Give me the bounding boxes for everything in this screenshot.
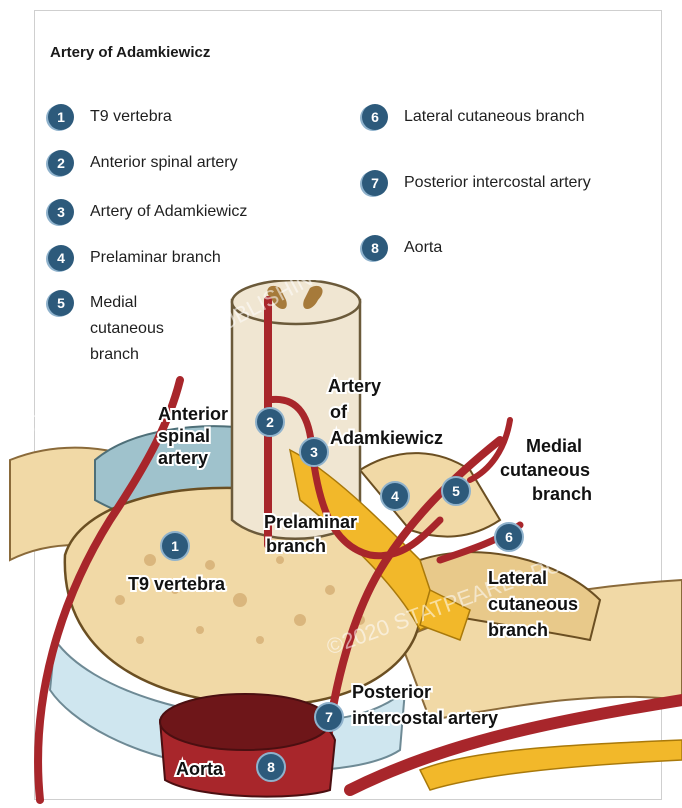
- legend-item-2: 2 Anterior spinal artery: [48, 150, 290, 176]
- label-adam-1: Artery: [328, 376, 381, 396]
- marker-4-num: 4: [391, 488, 399, 504]
- marker-1-num: 1: [171, 538, 179, 554]
- aorta-lumen: [160, 694, 330, 750]
- legend-badge-4: 4: [48, 245, 74, 271]
- legend-label-4: Prelaminar branch: [90, 245, 290, 271]
- label-t9-vertebra: T9 vertebra: [128, 574, 226, 594]
- label-lateral-2: cutaneous: [488, 594, 578, 614]
- marker-1: 1: [161, 532, 189, 560]
- legend-badge-7: 7: [362, 170, 388, 196]
- legend-item-8: 8 Aorta: [362, 235, 604, 261]
- legend-badge-3: 3: [48, 199, 74, 225]
- anatomy-illustration: ©2020 STATPEARLS PUBLISHING ©2020 STATPE…: [0, 280, 682, 808]
- label-anterior-3: artery: [158, 448, 208, 468]
- label-posterior-2: intercostal artery: [352, 708, 498, 728]
- label-lateral-1: Lateral: [488, 568, 547, 588]
- label-aorta: Aorta: [176, 759, 224, 779]
- legend-item-3: 3 Artery of Adamkiewicz: [48, 199, 290, 225]
- legend-label-2: Anterior spinal artery: [90, 150, 290, 176]
- figure-title: Artery of Adamkiewicz: [50, 44, 210, 61]
- label-prelaminar-1: Prelaminar: [264, 512, 357, 532]
- legend-badge-8: 8: [362, 235, 388, 261]
- legend-badge-1: 1: [48, 104, 74, 130]
- marker-6-num: 6: [505, 529, 513, 545]
- marker-5: 5: [442, 477, 470, 505]
- marker-4: 4: [381, 482, 409, 510]
- marker-2: 2: [256, 408, 284, 436]
- legend-item-6: 6 Lateral cutaneous branch: [362, 104, 604, 130]
- legend-item-4: 4 Prelaminar branch: [48, 245, 290, 271]
- label-anterior-1: Anterior: [158, 404, 228, 424]
- marker-3: 3: [300, 438, 328, 466]
- marker-5-num: 5: [452, 483, 460, 499]
- legend-badge-2: 2: [48, 150, 74, 176]
- label-lateral-3: branch: [488, 620, 548, 640]
- legend-label-7: Posterior intercostal artery: [404, 170, 604, 196]
- marker-7-num: 7: [325, 709, 333, 725]
- marker-3-num: 3: [310, 444, 318, 460]
- label-adam-3: Adamkiewicz: [330, 428, 443, 448]
- marker-6: 6: [495, 523, 523, 551]
- marker-2-num: 2: [266, 414, 274, 430]
- label-medial-1: Medial: [526, 436, 582, 456]
- legend-label-3: Artery of Adamkiewicz: [90, 199, 290, 225]
- label-adam-2: of: [330, 402, 348, 422]
- legend-item-7: 7 Posterior intercostal artery: [362, 170, 604, 196]
- label-medial-2: cutaneous: [500, 460, 590, 480]
- label-anterior-2: spinal: [158, 426, 210, 446]
- marker-7: 7: [315, 703, 343, 731]
- marker-8: 8: [257, 753, 285, 781]
- label-posterior-1: Posterior: [352, 682, 431, 702]
- legend-label-1: T9 vertebra: [90, 104, 290, 130]
- legend-label-6: Lateral cutaneous branch: [404, 104, 604, 130]
- marker-8-num: 8: [267, 759, 275, 775]
- label-prelaminar-2: branch: [266, 536, 326, 556]
- legend-badge-6: 6: [362, 104, 388, 130]
- legend-item-1: 1 T9 vertebra: [48, 104, 290, 130]
- label-medial-3: branch: [532, 484, 592, 504]
- legend-label-8: Aorta: [404, 235, 604, 261]
